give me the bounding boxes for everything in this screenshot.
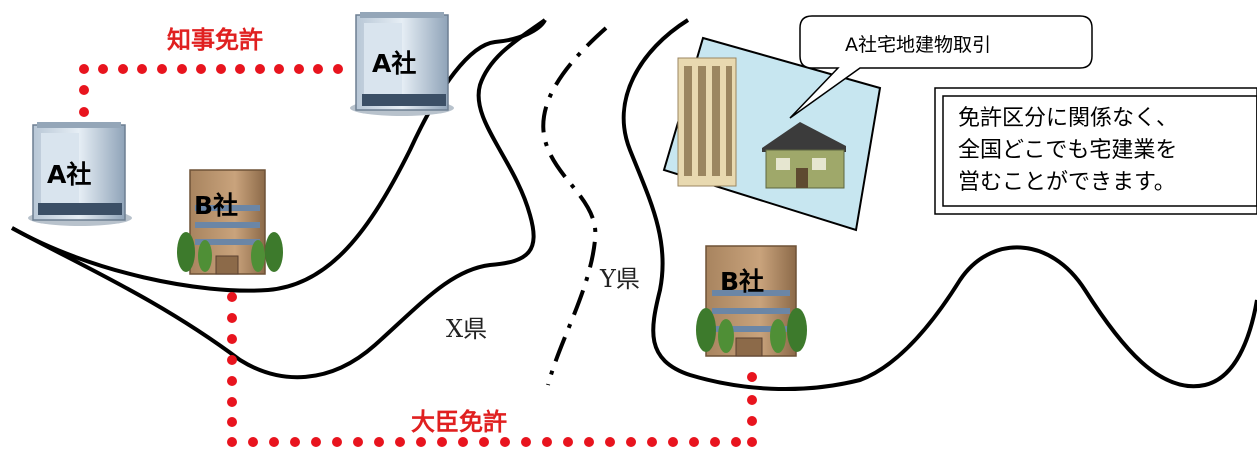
note-line: 全国どこでも宅建業を [958, 138, 1178, 163]
callout-text: A社宅地建物取引 [845, 34, 991, 56]
company-a-building-top [350, 12, 454, 116]
governor-license-path [79, 64, 343, 117]
callout-bubble [789, 15, 1093, 119]
x-prefecture-border-lower [464, 20, 545, 244]
right-region-line [621, 18, 1257, 392]
note-box [934, 87, 1257, 215]
company-b-label-left: B社 [194, 191, 239, 220]
minister-license-label: 大臣免許 [411, 408, 507, 436]
company-b-building-right [696, 245, 807, 357]
y-prefecture-boundary [541, 26, 608, 386]
left-region-line [11, 18, 547, 380]
company-b-building-left [177, 169, 283, 275]
prefecture-y-label: Y県 [600, 265, 640, 293]
note-text: 免許区分に関係なく、 全国どこでも宅建業を 営むことができます。 [958, 103, 1178, 199]
minister-license-path [227, 292, 757, 447]
prefecture-x-label: X県 [446, 315, 488, 343]
company-b-label-right: B社 [720, 267, 765, 296]
company-a-label-top: A社 [372, 49, 417, 78]
x-prefecture-border [11, 18, 547, 293]
note-line: 営むことができます。 [958, 170, 1176, 195]
company-a-label-left: A社 [47, 160, 92, 189]
governor-license-label: 知事免許 [167, 26, 263, 54]
company-a-building-left [28, 122, 132, 226]
note-line: 免許区分に関係なく、 [958, 106, 1179, 131]
